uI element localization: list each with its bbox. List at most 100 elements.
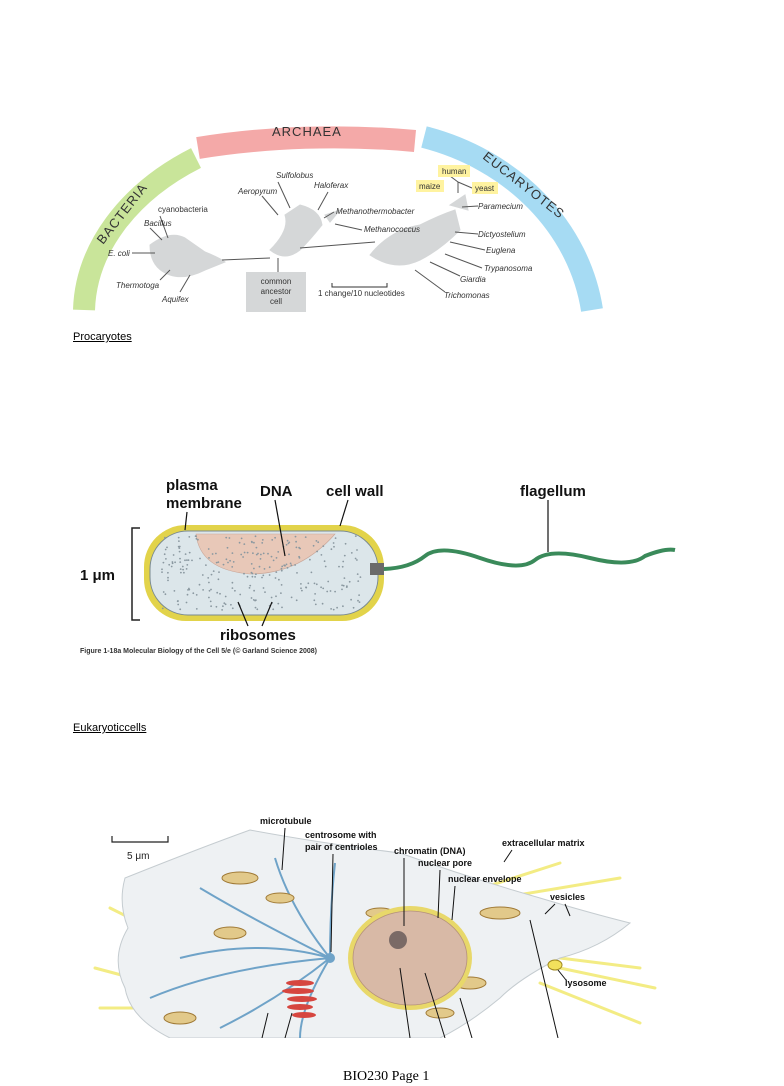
ribosome-dot (356, 573, 359, 575)
scale-bar (331, 283, 388, 288)
ribosome-dot (249, 584, 252, 587)
tree-of-life-figure: BACTERIA ARCHAEA EUCARYOTES common (73, 124, 603, 312)
section-heading-procaryotes: Procaryotes (73, 331, 132, 343)
ribosome-dot (261, 542, 264, 544)
ribosome-dot (315, 583, 318, 586)
ribosome-dot (300, 583, 302, 585)
ribosome-dot (168, 563, 171, 566)
label-euglena: Euglena (486, 246, 516, 255)
ribosome-dot (170, 565, 173, 568)
ribosome-dot (164, 536, 166, 539)
ribosome-dot (208, 557, 210, 559)
ribosome-dot (248, 587, 251, 589)
ribosome-dot (274, 536, 276, 539)
scale-bar-label: 1 change/10 nucleotides (318, 289, 405, 298)
ribosome-dot (330, 548, 333, 551)
ribosome-dot (178, 550, 181, 553)
label-methanothermobacter: Methanothermobacter (336, 207, 415, 216)
ribosome-dot (208, 589, 211, 592)
label-membrane: membrane (166, 495, 242, 512)
label-bacillus: Bacillus (144, 219, 172, 228)
label-yeast: yeast (475, 184, 495, 193)
page-footer: BIO230 Page 1 (343, 1069, 430, 1084)
ribosome-dot (316, 550, 318, 553)
ribosome-dot (219, 592, 221, 595)
ribosome-dot (162, 591, 165, 593)
leader-extracellular-matrix (503, 849, 513, 863)
label-methanococcus: Methanococcus (364, 225, 420, 234)
ribosome-dot (254, 576, 256, 578)
ribosome-dot (184, 559, 186, 562)
ribosome-dot (305, 586, 307, 589)
ribosome-dot (217, 578, 220, 581)
ribosome-dot (271, 539, 274, 541)
ribosome-dot (252, 552, 254, 555)
tree-lines (132, 175, 486, 293)
ribosome-dot (317, 541, 320, 544)
label-dictyostelium: Dictyostelium (478, 230, 526, 239)
leader-ribosomes-b (261, 601, 273, 627)
label-thermotoga: Thermotoga (116, 281, 160, 290)
ribosome-dot (357, 580, 360, 582)
ribosome-dot (295, 540, 297, 543)
ribosome-dot (181, 565, 184, 568)
leader-cell-wall (339, 499, 349, 527)
ribosome-dot (188, 536, 191, 538)
maize-highlight (416, 180, 444, 192)
ribosome-dot (222, 563, 225, 566)
label-giardia: Giardia (460, 275, 486, 284)
ribosome-dot (197, 538, 199, 541)
eucaryotes-arc (421, 126, 603, 312)
ribosome-dot (289, 562, 292, 565)
ribosome-dot (226, 546, 229, 549)
ribosome-dot (166, 546, 168, 549)
ribosome-dot (172, 554, 175, 556)
ribosome-dot (341, 588, 343, 591)
ribosome-dot (178, 547, 181, 549)
ribosome-dot (242, 556, 245, 558)
ribosome-dot (179, 568, 182, 570)
ribosome-dot (186, 593, 189, 596)
ribosome-dot (327, 580, 330, 583)
label-nuclear-envelope: nuclear envelope (448, 874, 522, 884)
ribosome-dot (342, 560, 345, 563)
ribosome-dot (182, 568, 185, 571)
ribosome-dot (231, 566, 234, 568)
nucleolus (389, 931, 407, 949)
ribosome-dot (176, 600, 179, 603)
leader-nuclear-pore (437, 869, 441, 919)
ribosome-dot (338, 565, 340, 568)
ribosome-dot (263, 568, 266, 570)
leader-dna (274, 499, 286, 557)
ribosome-dot (294, 564, 296, 566)
ribosome-dot (240, 553, 243, 556)
ribosome-dot (312, 544, 315, 547)
ribosome-dot (224, 603, 227, 606)
ribosome-dot (216, 591, 219, 594)
ribosome-dot (310, 571, 313, 574)
archaea-domain-label: ARCHAEA (272, 124, 342, 139)
ribosome-dot (161, 607, 164, 610)
ribosome-dot (162, 561, 165, 564)
ribosome-dot (358, 594, 360, 596)
label-aquifex: Aquifex (161, 295, 190, 304)
label-human: human (442, 167, 466, 176)
label-dna: DNA (260, 483, 293, 500)
ribosome-dot (277, 602, 280, 605)
label-microtubule: microtubule (260, 816, 312, 826)
ribosome-dot (356, 559, 358, 561)
ribosome-dot (164, 593, 167, 596)
ribosome-dot (330, 608, 332, 610)
label-chromatin: chromatin (DNA) (394, 846, 466, 856)
common-ancestor-box (246, 272, 306, 312)
ribosome-dot (215, 605, 218, 608)
ribosome-dot (255, 573, 257, 576)
ribosome-dot (352, 606, 355, 609)
ribosome-dot (238, 541, 241, 544)
ribosome-dot (231, 581, 234, 584)
ribosome-dot (243, 543, 246, 545)
ribosome-dot (227, 561, 229, 564)
ribosome-dot (262, 574, 265, 577)
ribosome-dot (165, 558, 167, 560)
ribosome-dot (359, 576, 362, 578)
